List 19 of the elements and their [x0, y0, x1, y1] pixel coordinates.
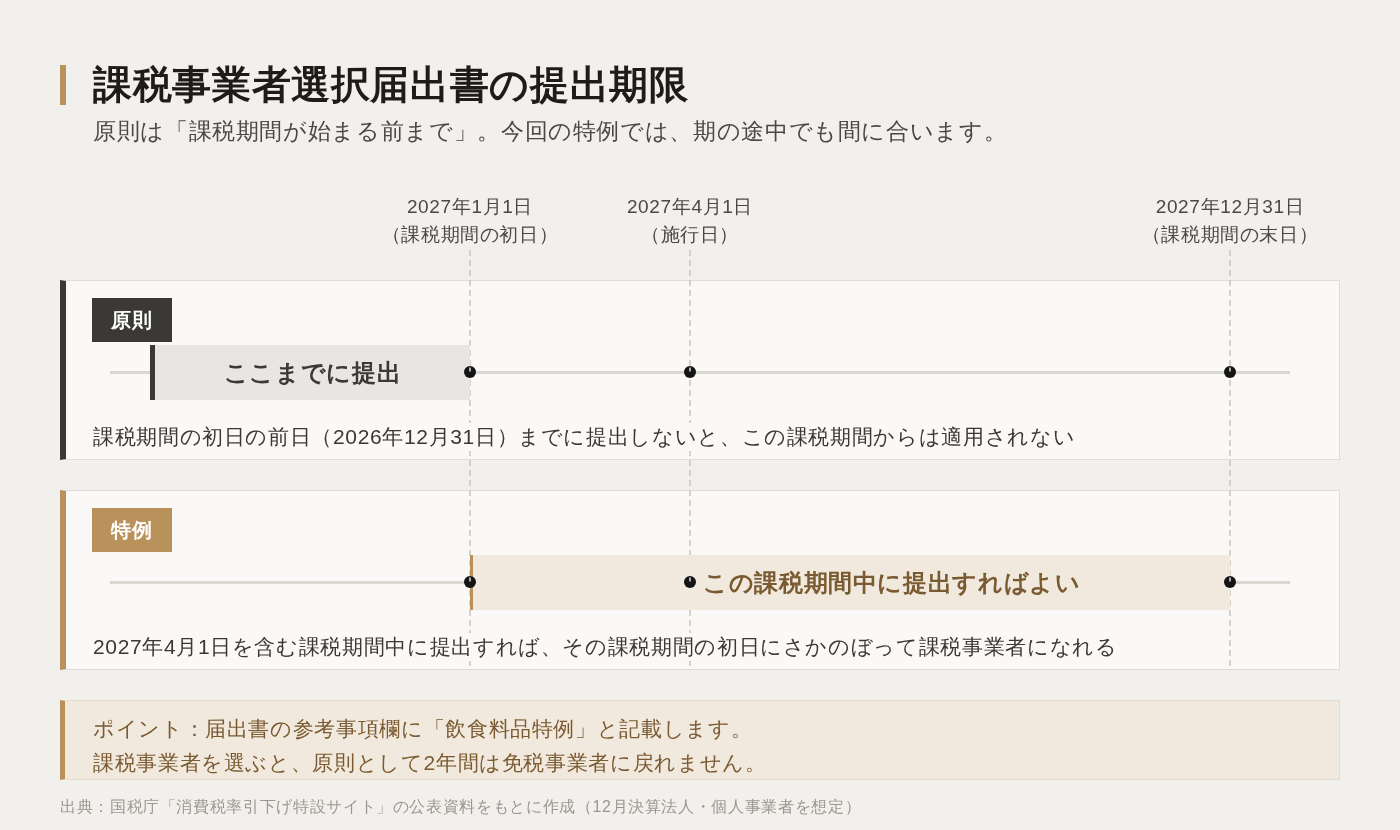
title: 課税事業者選択届出書の提出期限	[93, 62, 689, 108]
note-text: ポイント：届出書の参考事項欄に「飲食料品特例」と記載します。	[93, 716, 753, 742]
timeline-panel	[60, 490, 1340, 670]
timeline-panel	[60, 280, 1340, 460]
date-label: 2027年4月1日	[626, 195, 754, 219]
date-note: （課税期間の初日）	[381, 223, 559, 247]
note-text: 課税事業者を選ぶと、原則として2年間は免税事業者に戻れません。	[93, 750, 767, 776]
point-note-box	[60, 700, 1340, 780]
date-note: （課税期間の末日）	[1141, 223, 1319, 247]
subtitle: 原則は「課税期間が始まる前まで」。今回の特例では、期の途中でも間に合います。	[93, 117, 1008, 146]
deadline-bar: この課税期間中に提出すればよい	[470, 555, 1230, 610]
source-note: 出典：国税庁「消費税率引下げ特設サイト」の公表資料をもとに作成（12月決算法人・個人事業者を想定）	[60, 797, 862, 817]
panel-tag: 特例	[92, 508, 172, 552]
date-label: 2027年1月1日	[406, 195, 534, 219]
date-note: （施行日）	[640, 223, 740, 247]
deadline-bar: ここまでに提出	[150, 345, 470, 400]
panel-description: 課税期間の初日の前日（2026年12月31日）までに提出しないと、この課税期間からは適用されない	[93, 423, 1076, 451]
panel-tag: 原則	[92, 298, 172, 342]
date-label: 2027年12月31日	[1155, 195, 1305, 219]
